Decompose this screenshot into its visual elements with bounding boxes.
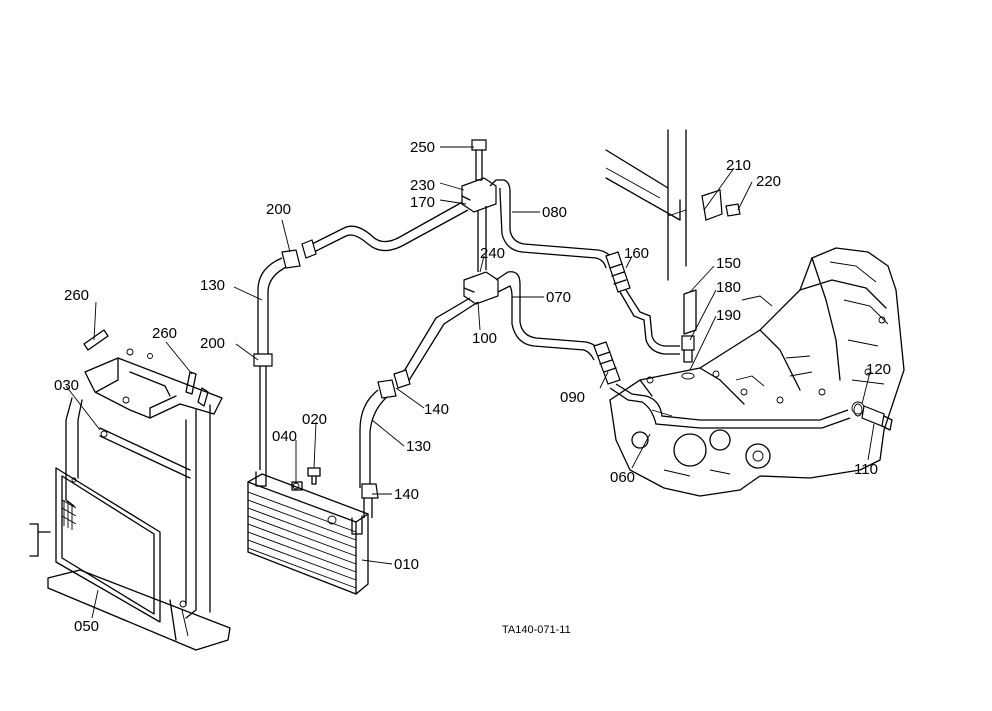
label-110: 110 [854,461,878,478]
label-260-right: 260 [152,325,177,342]
label-120: 120 [866,361,891,378]
label-050: 050 [74,618,99,635]
bolt-040 [291,481,303,491]
grille-screen [55,467,161,623]
label-240: 240 [480,245,505,262]
label-020: 020 [302,411,327,428]
bolt-220 [725,203,741,217]
fitting-120 [853,403,863,417]
bolt-250 [471,139,487,181]
upper-pipe [301,199,469,259]
label-140-upper: 140 [424,401,449,418]
label-220: 220 [756,173,781,190]
label-130-upper: 130 [200,277,225,294]
fitting-160 [605,251,680,355]
label-170: 170 [410,194,435,211]
label-190: 190 [716,307,741,324]
label-070: 070 [546,289,571,306]
radiator-frame [29,348,231,651]
washer-190 [681,372,695,380]
label-060: 060 [610,469,635,486]
label-140-lower: 140 [394,486,419,503]
label-160: 160 [624,245,649,262]
label-200-lower: 200 [200,335,225,352]
hose-130-right [359,379,397,518]
pipe-080 [477,179,615,272]
bolt-020 [307,467,321,485]
fitting-180 [681,335,695,363]
pin-260-right [185,371,209,407]
leader-lines [65,146,875,619]
hose-130-left [253,249,301,470]
label-040: 040 [272,428,297,445]
label-260-left: 260 [64,287,89,304]
label-080: 080 [542,204,567,221]
pipe-to-cooler [393,297,479,389]
label-180: 180 [716,279,741,296]
junction-block-230 [461,177,497,213]
label-090: 090 [560,389,585,406]
label-100: 100 [472,330,497,347]
frame-rail [605,129,687,281]
bracket-210 [701,189,723,221]
label-010: 010 [394,556,419,573]
drawing-code: TA140-071-11 [502,624,571,636]
label-130-lower: 130 [406,438,431,455]
label-030: 030 [54,377,79,394]
fitting-110 [861,405,893,431]
part-labels: 250 230 170 080 210 220 200 240 160 150 … [54,139,891,636]
label-150: 150 [716,255,741,272]
pin-260-left [83,329,109,351]
junction-block-240 [463,271,499,305]
oil-cooler [247,469,369,595]
pipe-070 [495,271,601,361]
label-230: 230 [410,177,435,194]
label-250: 250 [410,139,435,156]
bracket-150 [683,289,697,335]
transmission-housing [609,247,905,497]
fitting-090 [593,341,851,429]
label-210: 210 [726,157,751,174]
label-200-upper: 200 [266,201,291,218]
